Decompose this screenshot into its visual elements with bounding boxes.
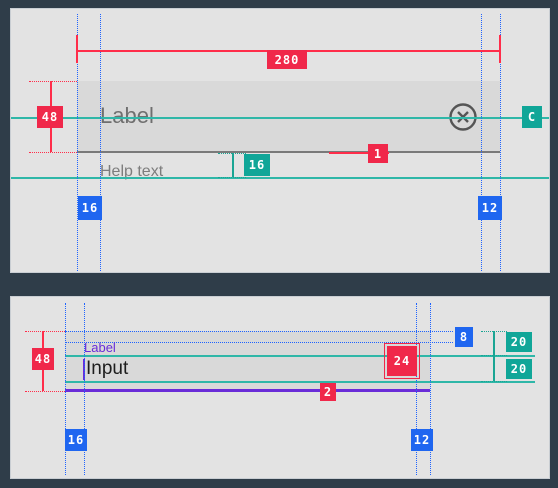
- keyline-right-inner: [416, 303, 417, 475]
- keyline-right-inner: [481, 14, 482, 271]
- underline-badge: 1: [368, 144, 388, 163]
- spec-panel-unfocused: Label Help text 280 48 1 16 C 16 12: [10, 8, 550, 273]
- right-padding-badge: 12: [478, 196, 502, 220]
- helper-baseline: [11, 177, 549, 179]
- top-offset-guide: [65, 331, 453, 332]
- label-baseline: [65, 355, 535, 357]
- text-field-container: [77, 81, 500, 152]
- width-measure-left-tick: [76, 35, 78, 63]
- label-baseline: [11, 117, 549, 119]
- label-gap-tick-mid: [481, 355, 507, 356]
- edge-badge: C: [522, 106, 542, 128]
- height-badge: 48: [32, 348, 54, 370]
- text-field-container: [65, 331, 430, 390]
- icon-size-badge: 24: [384, 343, 420, 379]
- height-badge: 48: [37, 106, 63, 128]
- height-measure-top: [29, 81, 77, 82]
- keyline-left-inner: [100, 14, 101, 271]
- label-gap-badge-1: 20: [506, 332, 532, 352]
- label-gap-tick-top: [481, 331, 507, 332]
- text-field-underline: [77, 151, 500, 153]
- field-label: Label: [100, 103, 154, 128]
- label-gap-badge-2: 20: [506, 359, 532, 379]
- left-padding-badge: 16: [65, 429, 87, 451]
- keyline-right-outer: [500, 14, 501, 271]
- right-padding-badge: 12: [411, 429, 433, 451]
- helper-gap-line: [232, 153, 234, 177]
- left-padding-badge: 16: [78, 196, 102, 220]
- keyline-left-outer: [65, 303, 66, 475]
- width-measure-right-tick: [499, 35, 501, 63]
- spec-panel-focused: Label Input 48 24 2 8 20 20 16 12: [10, 296, 550, 479]
- keyline-left-outer: [77, 14, 78, 271]
- helper-text: Help text: [100, 163, 164, 180]
- underline-badge: 2: [320, 383, 336, 401]
- label-top-guide: [65, 342, 453, 343]
- keyline-right-outer: [430, 303, 431, 475]
- label-gap-tick-bottom: [481, 381, 507, 382]
- height-measure-bottom: [25, 391, 65, 392]
- height-measure-top: [25, 331, 65, 332]
- text-field-underline-focused: [65, 389, 430, 392]
- helper-gap-tick-bottom: [218, 177, 246, 178]
- input-baseline: [65, 381, 535, 383]
- keyline-left-inner: [84, 303, 85, 475]
- helper-gap-tick-top: [218, 153, 246, 154]
- floating-label: Label: [84, 340, 116, 355]
- underline-measure-line: [329, 152, 389, 154]
- width-badge: 280: [267, 50, 307, 69]
- input-text[interactable]: Input: [86, 358, 129, 379]
- top-offset-badge: 8: [455, 327, 473, 347]
- label-gap-line: [493, 331, 495, 381]
- height-measure-bottom: [29, 152, 77, 153]
- helper-gap-badge: 16: [244, 154, 270, 176]
